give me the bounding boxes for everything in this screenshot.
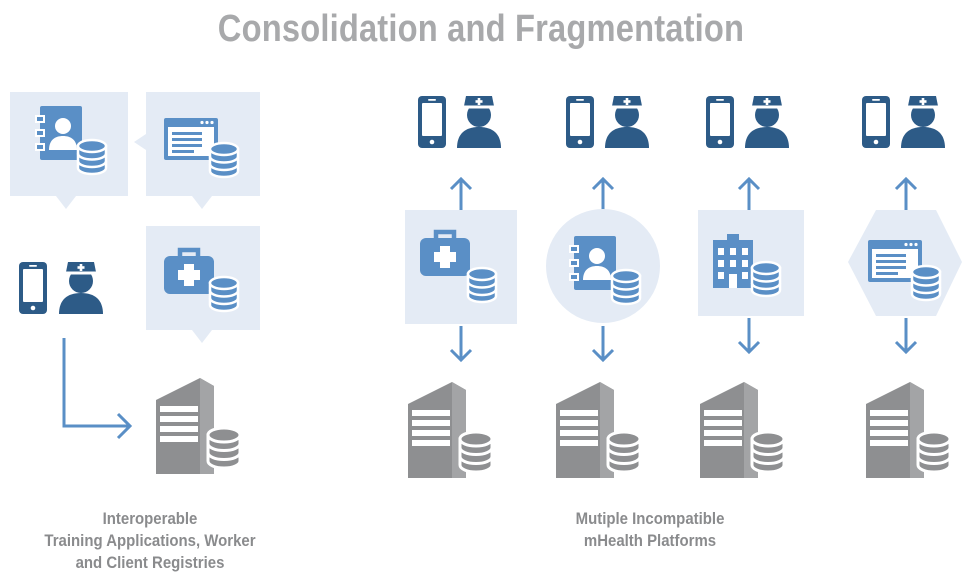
phone-icon xyxy=(862,96,890,148)
phone-icon xyxy=(19,262,47,314)
left-cluster xyxy=(10,92,260,474)
platform-column-1 xyxy=(405,96,517,478)
arrow-down-icon xyxy=(591,324,615,362)
nurse-icon xyxy=(457,96,501,148)
arrow-down-icon xyxy=(894,316,918,354)
left-caption-line: Interoperable xyxy=(102,509,198,528)
contacts-icon xyxy=(569,235,617,291)
phone-icon xyxy=(418,96,446,148)
right-caption-line: Mutiple Incompatible xyxy=(575,509,725,528)
database-icon xyxy=(610,268,642,306)
registry-bubble-browser xyxy=(134,92,260,209)
arrow-down-icon xyxy=(737,316,761,354)
database-icon xyxy=(466,266,498,304)
medkit-icon xyxy=(420,232,470,276)
arrow-up-icon xyxy=(737,177,761,213)
elbow-arrow xyxy=(62,338,133,440)
registry-bubble-contacts xyxy=(10,92,128,209)
arrow-down-icon xyxy=(449,324,473,362)
database-icon xyxy=(910,264,942,302)
platform-column-4 xyxy=(848,96,962,478)
phone-icon xyxy=(566,96,594,148)
phone-icon xyxy=(706,96,734,148)
nurse-icon xyxy=(901,96,945,148)
server-icon xyxy=(156,378,240,474)
arrow-up-icon xyxy=(894,177,918,213)
platform-column-3 xyxy=(698,96,804,478)
left-caption-line: and Client Registries xyxy=(75,553,225,572)
server-icon xyxy=(556,382,640,478)
diagram-title: Consolidation and Fragmentation xyxy=(217,8,745,50)
platform-column-2 xyxy=(546,96,660,478)
medkit-icon xyxy=(164,250,214,294)
nurse-icon xyxy=(605,96,649,148)
hospital-icon xyxy=(713,234,753,288)
database-icon xyxy=(750,260,782,298)
server-icon xyxy=(866,382,950,478)
right-caption-line: mHealth Platforms xyxy=(583,531,717,550)
server-icon xyxy=(408,382,492,478)
database-icon xyxy=(208,141,240,179)
left-caption: Interoperable Training Applications, Wor… xyxy=(18,508,282,574)
right-caption: Mutiple Incompatible mHealth Platforms xyxy=(518,508,782,552)
contacts-icon xyxy=(35,105,83,161)
arrow-up-icon xyxy=(591,177,615,213)
arrow-up-icon xyxy=(449,177,473,213)
database-icon xyxy=(208,275,240,313)
server-icon xyxy=(700,382,784,478)
left-caption-line: Training Applications, Worker xyxy=(44,531,256,550)
registry-bubble-medkit xyxy=(146,226,260,343)
database-icon xyxy=(76,138,108,176)
nurse-icon xyxy=(745,96,789,148)
nurse-icon xyxy=(59,262,103,314)
